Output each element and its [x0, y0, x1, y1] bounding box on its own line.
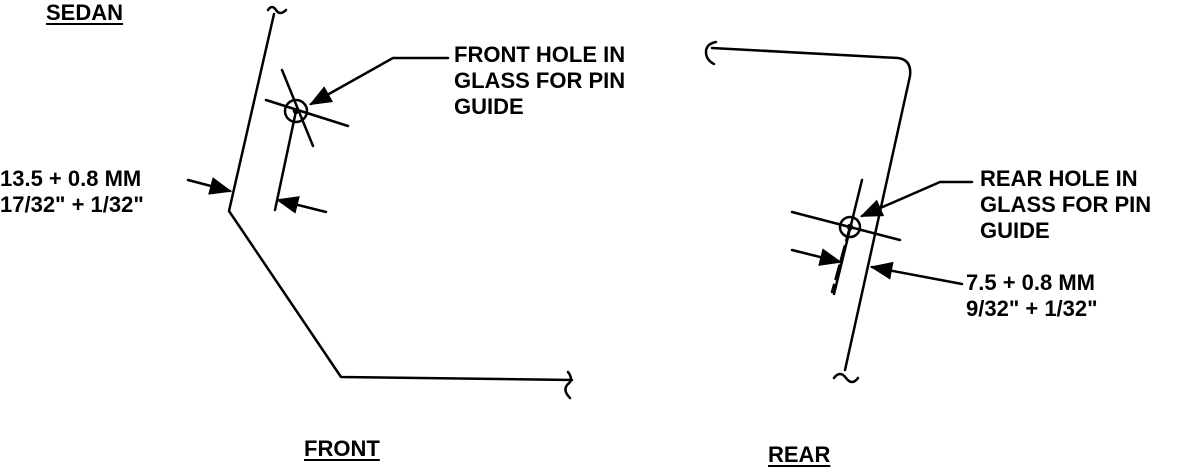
rear-dimension-metric: 7.5 + 0.8 MM: [966, 270, 1096, 295]
rear-top-break: [704, 40, 718, 66]
front-hole-leader: [309, 56, 450, 106]
rear-hole-label: REAR HOLE IN GLASS FOR PIN GUIDE: [980, 166, 1151, 244]
rear-glass-edge: [710, 46, 912, 372]
front-hole-label: FRONT HOLE IN GLASS FOR PIN GUIDE: [454, 42, 625, 120]
rear-hole-leader: [859, 180, 974, 218]
front-reference-line: [273, 109, 298, 212]
rear-dimension-label: 7.5 + 0.8 MM 9/32" + 1/32": [966, 270, 1098, 322]
front-hole-crossline: [280, 68, 315, 148]
front-hole-centerline: [264, 98, 350, 128]
rear-dimension-arrow-right: [869, 261, 964, 286]
front-bottom-break: [564, 370, 573, 400]
front-dimension-imperial: 17/32" + 1/32": [0, 192, 144, 217]
front-hole-label-line-3: GUIDE: [454, 94, 524, 119]
front-dimension-label: 13.5 + 0.8 MM 17/32" + 1/32": [0, 166, 144, 218]
rear-hole-label-line-2: GLASS FOR PIN: [980, 192, 1152, 217]
front-dimension-arrow-left: [186, 177, 233, 195]
front-pin-hole: [283, 98, 309, 124]
front-dimension-metric: 13.5 + 0.8 MM: [0, 166, 142, 191]
rear-hole-crossline: [832, 178, 864, 296]
front-glass-edge: [227, 12, 574, 382]
rear-hole-centerline: [790, 210, 902, 242]
front-dimension-arrow-right: [275, 196, 328, 214]
rear-pin-hole: [838, 215, 862, 239]
front-caption: FRONT: [304, 436, 380, 461]
rear-bottom-break: [832, 372, 860, 384]
rear-hole-label-line-1: REAR HOLE IN: [980, 166, 1138, 191]
rear-dimension-arrow-left: [790, 248, 843, 266]
front-hole-label-line-2: GLASS FOR PIN: [454, 68, 626, 93]
rear-hole-label-line-3: GUIDE: [980, 218, 1050, 243]
rear-view: [704, 40, 974, 384]
front-top-break: [266, 5, 288, 15]
diagram-title: SEDAN: [46, 0, 124, 25]
front-view: [186, 5, 574, 400]
front-hole-label-line-1: FRONT HOLE IN: [454, 42, 626, 67]
rear-dimension-imperial: 9/32" + 1/32": [966, 296, 1098, 321]
rear-caption: REAR: [768, 442, 831, 467]
